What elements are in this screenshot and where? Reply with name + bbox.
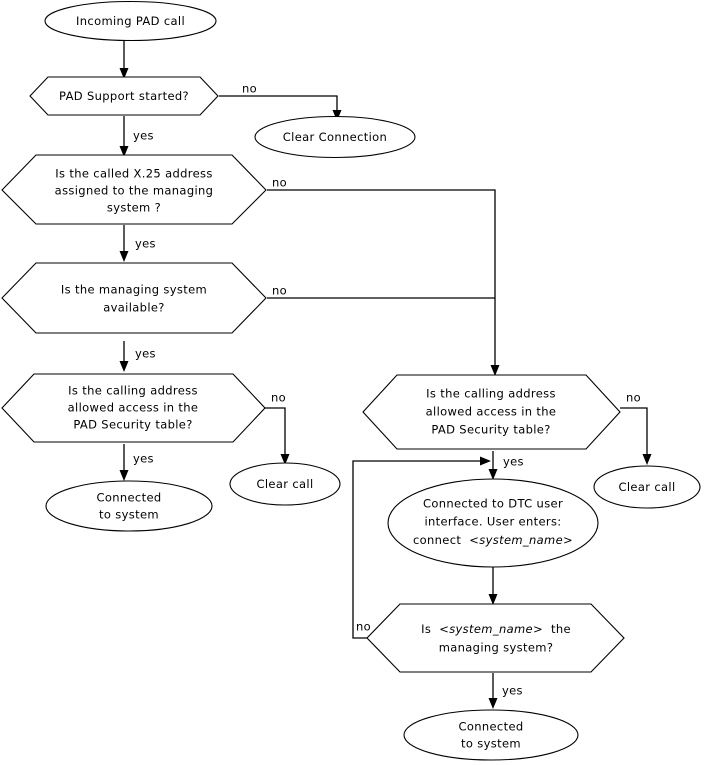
node-connected-to-system-left[interactable]: Connected to system [45, 480, 213, 532]
node-is-system-name-managing[interactable]: Is <system_name> the managing system? [366, 603, 625, 673]
node-pad-support-started[interactable]: PAD Support started? [29, 76, 219, 116]
dtc-system-name-placeholder: <system_name> [469, 533, 573, 547]
edge-incoming-to-padsupport [119, 41, 129, 79]
node-label-security-right-line2: allowed access in the [426, 405, 557, 419]
systemname-suffix: the [543, 622, 571, 636]
node-label-clear-call-left: Clear call [257, 477, 314, 491]
node-label-managing-avail-line2: available? [103, 301, 165, 315]
node-connected-to-system-right[interactable]: Connected to system [403, 709, 579, 761]
edge-security-right-no [620, 407, 652, 465]
edge-systemname-yes [488, 673, 498, 709]
edge-label-security-left-yes: yes [133, 452, 154, 466]
node-label-x25-line2: assigned to the managing [55, 184, 214, 198]
node-incoming-pad-call[interactable]: Incoming PAD call [44, 0, 217, 42]
edge-padsupport-no [219, 95, 342, 121]
node-label-connected-left-line1: Connected [96, 491, 161, 505]
node-label-security-right-line3: PAD Security table? [431, 423, 550, 437]
node-label-dtc-line3: connect <system_name> [413, 533, 573, 547]
edge-label-managing-avail-no: no [272, 284, 287, 298]
node-pad-security-left[interactable]: Is the calling address allowed access in… [1, 373, 266, 443]
systemname-prefix: Is [421, 622, 439, 636]
node-label-security-left-line1: Is the calling address [68, 384, 198, 398]
node-clear-call-left[interactable]: Clear call [229, 462, 341, 506]
edge-label-security-right-no: no [626, 391, 641, 405]
node-clear-call-right[interactable]: Clear call [593, 465, 701, 509]
edge-label-x25-no: no [272, 176, 287, 190]
node-label-connected-right-line1: Connected [458, 720, 523, 734]
node-label-x25-line3: system ? [107, 201, 161, 215]
node-label-connected-right-line2: to system [461, 737, 521, 751]
node-label-systemname-line2: managing system? [439, 641, 554, 655]
edge-label-pad-support-yes: yes [133, 129, 154, 143]
edge-x25-yes [119, 225, 129, 262]
edge-label-pad-support-no: no [242, 82, 257, 96]
edge-systemname-no-loop [352, 456, 491, 639]
edge-security-left-no [265, 407, 290, 465]
node-label-systemname-line1: Is <system_name> the [421, 622, 571, 636]
edge-label-security-right-yes: yes [503, 455, 524, 469]
edge-padsupport-yes [119, 116, 129, 157]
node-label-connected-left-line2: to system [99, 508, 159, 522]
systemname-placeholder: <system_name> [439, 622, 543, 636]
node-label-clear-call-right: Clear call [619, 480, 676, 494]
node-connected-dtc[interactable]: Connected to DTC user interface. User en… [387, 478, 599, 568]
edge-dtc-to-systemname [488, 567, 498, 605]
node-pad-security-right[interactable]: Is the calling address allowed access in… [362, 374, 621, 450]
node-label-incoming-pad-call: Incoming PAD call [76, 14, 185, 28]
edge-label-x25-yes: yes [135, 237, 156, 251]
edge-security-right-yes [488, 451, 498, 480]
node-label-security-left-line3: PAD Security table? [73, 418, 192, 432]
edge-label-systemname-no: no [356, 620, 371, 634]
edge-managing-available-yes [119, 341, 129, 372]
edge-security-left-yes [119, 444, 129, 481]
node-label-security-left-line2: allowed access in the [68, 401, 199, 415]
edge-label-systemname-yes: yes [502, 684, 523, 698]
node-called-x25-address[interactable]: Is the called X.25 address assigned to t… [1, 154, 267, 225]
node-managing-system-available[interactable]: Is the managing system available? [1, 262, 267, 334]
node-label-x25-line1: Is the called X.25 address [55, 167, 212, 181]
dtc-connect-keyword: connect [413, 533, 469, 547]
node-label-pad-support-started: PAD Support started? [59, 89, 189, 103]
node-label-security-right-line1: Is the calling address [426, 387, 556, 401]
edge-x25-no [267, 189, 500, 376]
node-clear-connection[interactable]: Clear Connection [254, 115, 416, 159]
node-label-clear-connection: Clear Connection [283, 130, 387, 144]
node-label-dtc-line2: interface. User enters: [424, 515, 561, 529]
edge-label-managing-avail-yes: yes [135, 347, 156, 361]
node-label-dtc-line1: Connected to DTC user [423, 497, 563, 511]
node-label-managing-avail-line1: Is the managing system [61, 283, 207, 297]
edge-label-security-left-no: no [271, 391, 286, 405]
